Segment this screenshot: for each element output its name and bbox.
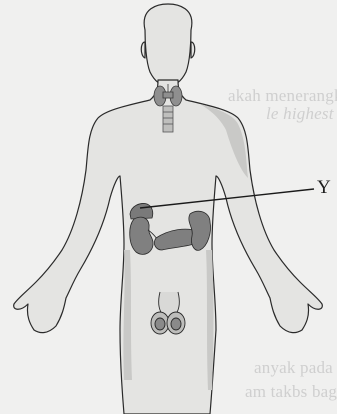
label-y: Y	[317, 177, 331, 199]
trachea	[163, 106, 173, 132]
human-body-outline	[14, 4, 323, 414]
